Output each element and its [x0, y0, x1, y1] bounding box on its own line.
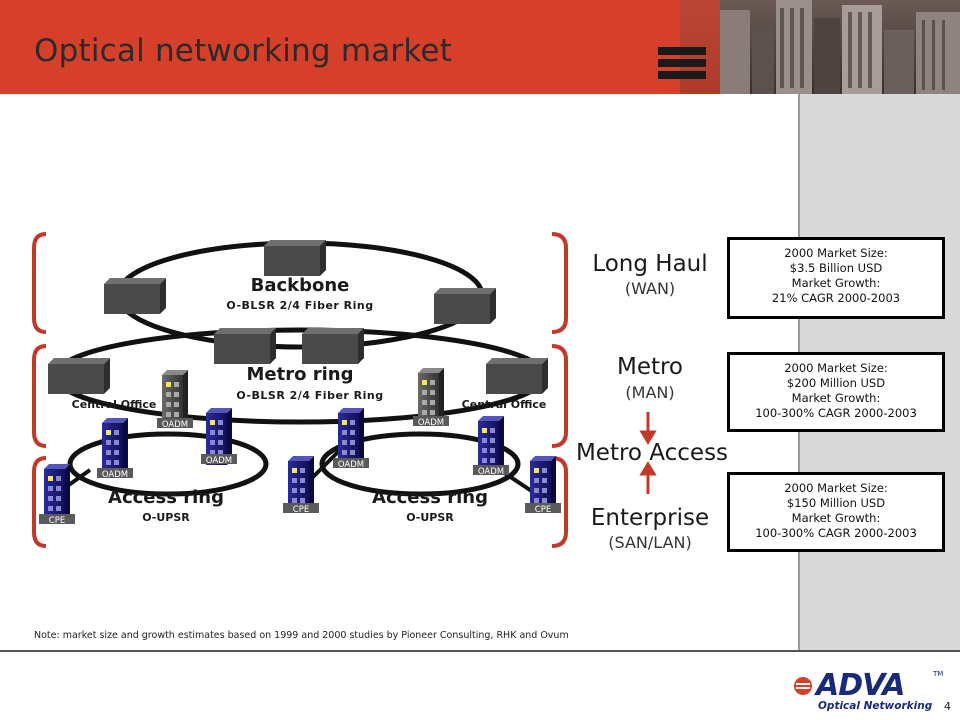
access-ring-right-label: Access ring — [372, 487, 488, 508]
left-brackets — [32, 232, 47, 548]
long-haul-sub-label: (WAN) — [624, 279, 676, 298]
market-growth-value: 100-300% CAGR 2000-2003 — [755, 526, 917, 540]
backbone-node — [264, 240, 326, 276]
oadm-label: OADM — [417, 418, 445, 428]
market-size-value: $200 Million USD — [786, 376, 886, 390]
central-office-node — [486, 358, 548, 394]
oadm-label: OADM — [337, 460, 365, 470]
access-ring-right-sub-label: O-UPSR — [406, 511, 454, 524]
footnote: Note: market size and growth estimates b… — [34, 630, 569, 641]
oadm-label: OADM — [205, 456, 233, 466]
right-brackets — [551, 232, 568, 548]
oadm-building — [478, 416, 504, 473]
central-office-node — [48, 358, 110, 394]
access-ring-left-label: Access ring — [108, 487, 224, 508]
backbone-node — [104, 278, 166, 314]
oadm-building — [338, 408, 364, 465]
access-ring-left — [67, 431, 269, 497]
cpe-label: CPE — [48, 516, 66, 526]
oadm-label: OADM — [161, 420, 189, 430]
metro-market-box: 2000 Market Size: $200 Million USD Marke… — [727, 352, 945, 432]
long-haul-market-box: 2000 Market Size: $3.5 Billion USD Marke… — [727, 237, 945, 319]
market-growth-heading: Market Growth: — [791, 511, 881, 525]
logo-tagline: Optical Networking — [818, 700, 933, 712]
metro-ring-label: Metro ring — [246, 364, 354, 385]
market-size-value: $3.5 Billion USD — [789, 261, 883, 275]
backbone-sub-label: O-BLSR 2/4 Fiber Ring — [226, 299, 374, 312]
page-title: Optical networking market — [34, 33, 453, 69]
footer-divider — [0, 650, 960, 652]
central-office-label-right: Central Office — [461, 398, 547, 411]
enterprise-sub-label: (SAN/LAN) — [608, 533, 692, 552]
market-growth-heading: Market Growth: — [791, 276, 881, 290]
enterprise-arrow — [639, 461, 657, 494]
central-office-label-left: Central Office — [71, 398, 157, 411]
metro-sub-label: (MAN) — [625, 383, 675, 402]
market-growth-value: 21% CAGR 2000-2003 — [771, 291, 901, 305]
metro-access-label: Metro Access — [575, 440, 729, 466]
cpe-label: CPE — [534, 505, 552, 515]
cpe-building — [44, 464, 70, 521]
market-size-heading: 2000 Market Size: — [784, 481, 888, 495]
logo-brand-text: ADVA — [814, 668, 905, 703]
header-city-photo — [680, 0, 960, 94]
cpe-label: CPE — [292, 505, 310, 515]
long-haul-label: Long Haul — [592, 251, 708, 277]
market-size-value: $150 Million USD — [786, 496, 886, 510]
metro-ring-sub-label: O-BLSR 2/4 Fiber Ring — [236, 389, 384, 402]
market-size-heading: 2000 Market Size: — [784, 246, 888, 260]
backbone-node — [302, 328, 364, 364]
oadm-label: OADM — [101, 470, 129, 480]
oadm-building — [102, 418, 128, 475]
enterprise-label: Enterprise — [590, 505, 710, 531]
access-ring-left-sub-label: O-UPSR — [142, 511, 190, 524]
enterprise-market-box: 2000 Market Size: $150 Million USD Marke… — [727, 472, 945, 552]
logo-tm: TM — [932, 670, 943, 678]
metro-arrow — [639, 412, 657, 445]
menu-lines-icon — [658, 47, 706, 83]
adva-logo: ADVA TM Optical Networking — [792, 666, 952, 712]
oadm-label: OADM — [477, 467, 505, 477]
market-growth-value: 100-300% CAGR 2000-2003 — [755, 406, 917, 420]
backbone-node — [434, 288, 496, 324]
market-growth-heading: Market Growth: — [791, 391, 881, 405]
access-ring-right — [319, 431, 521, 497]
header-bar — [0, 0, 720, 94]
backbone-label: Backbone — [250, 275, 350, 296]
metro-label: Metro — [616, 354, 684, 380]
backbone-node — [214, 328, 276, 364]
page-number: 4 — [944, 700, 951, 713]
market-size-heading: 2000 Market Size: — [784, 361, 888, 375]
network-diagram — [32, 232, 657, 548]
